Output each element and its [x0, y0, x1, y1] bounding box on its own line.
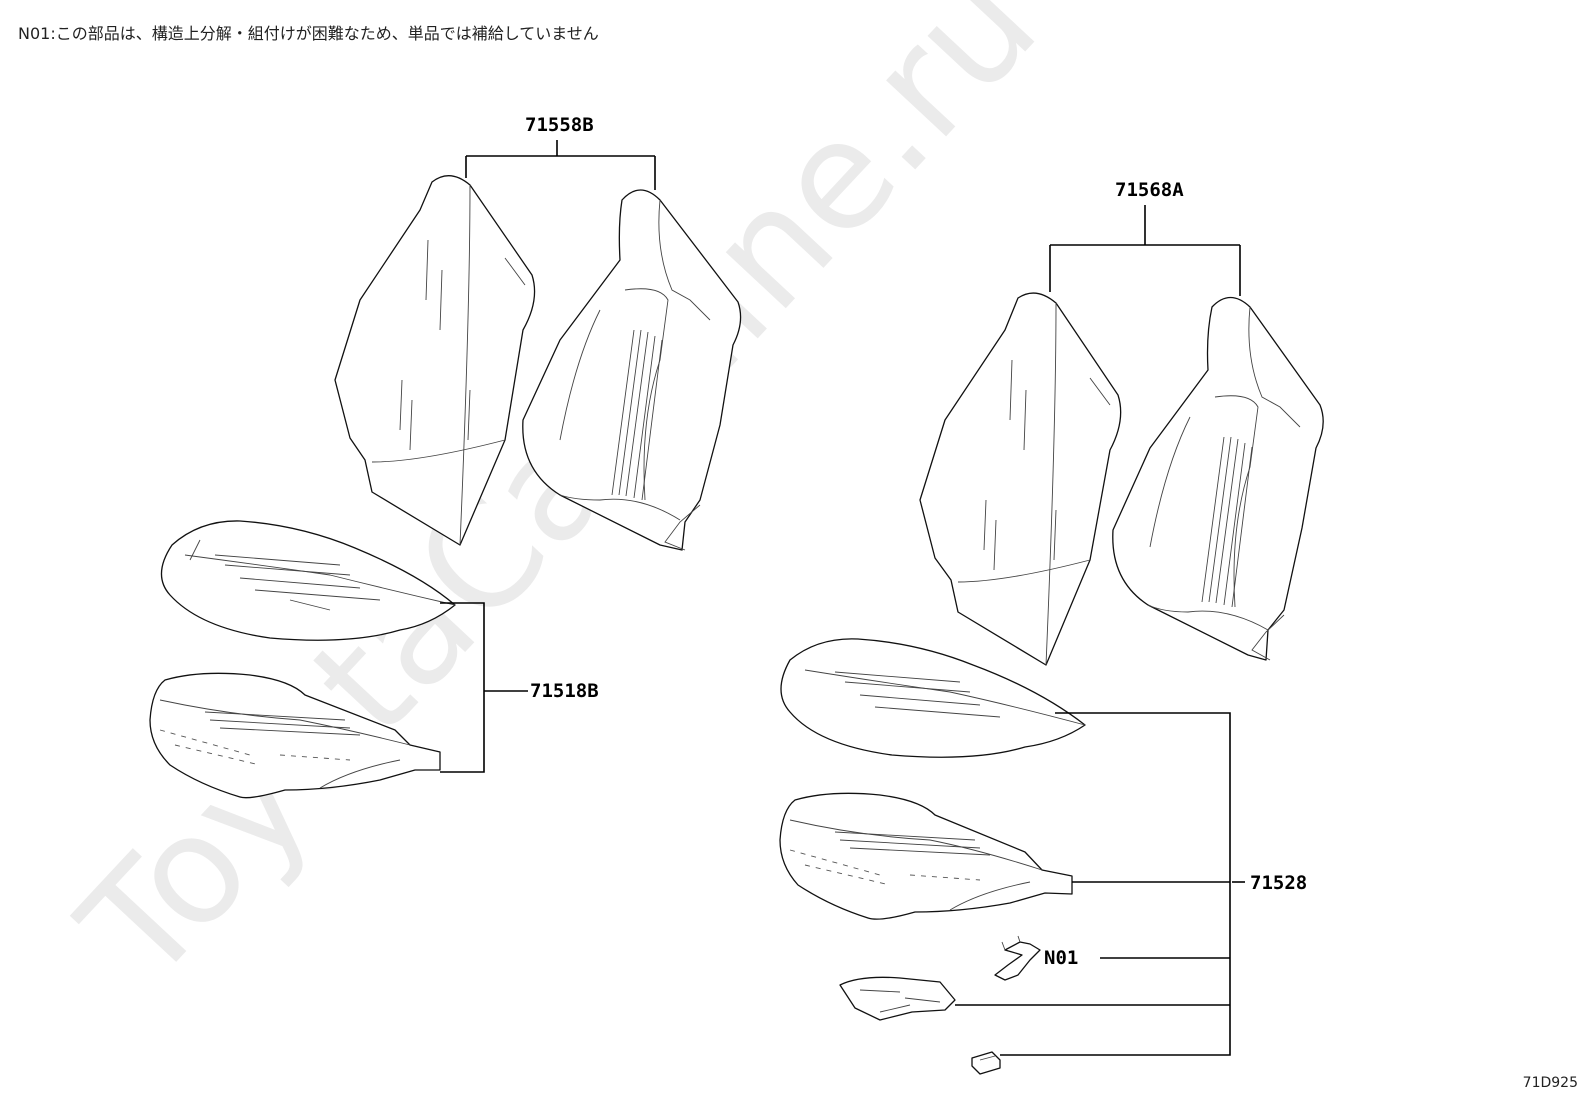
cushion-cover-right-top[interactable] [780, 638, 1086, 758]
label-N01[interactable]: N01 [1044, 947, 1078, 969]
cushion-cover-left-bottom[interactable] [149, 672, 441, 799]
figure-code: 71D925 [1522, 1075, 1578, 1091]
wire-harness-n01[interactable] [994, 935, 1041, 981]
label-71528[interactable]: 71528 [1250, 872, 1307, 894]
leader-71568A [1049, 205, 1241, 296]
seatback-cover-left-rear[interactable] [334, 175, 536, 546]
leader-71518B [440, 602, 528, 773]
cushion-pad-piece[interactable] [839, 976, 956, 1021]
leader-71558B [465, 140, 656, 190]
small-clip-piece[interactable] [971, 1051, 1001, 1075]
seatback-cover-right-front[interactable] [1112, 296, 1324, 661]
seatback-cover-left-front[interactable] [522, 189, 742, 551]
label-71558B[interactable]: 71558B [525, 114, 594, 136]
seatback-cover-right-rear[interactable] [919, 292, 1122, 666]
cushion-cover-left-top[interactable] [160, 520, 456, 641]
label-71568A[interactable]: 71568A [1115, 179, 1184, 201]
cushion-cover-right-bottom[interactable] [779, 792, 1073, 920]
footnote-text: N01:この部品は、構造上分解・組付けが困難なため、単品では補給していません [18, 24, 599, 43]
label-71518B[interactable]: 71518B [530, 680, 599, 702]
leader-71528 [955, 712, 1245, 1056]
